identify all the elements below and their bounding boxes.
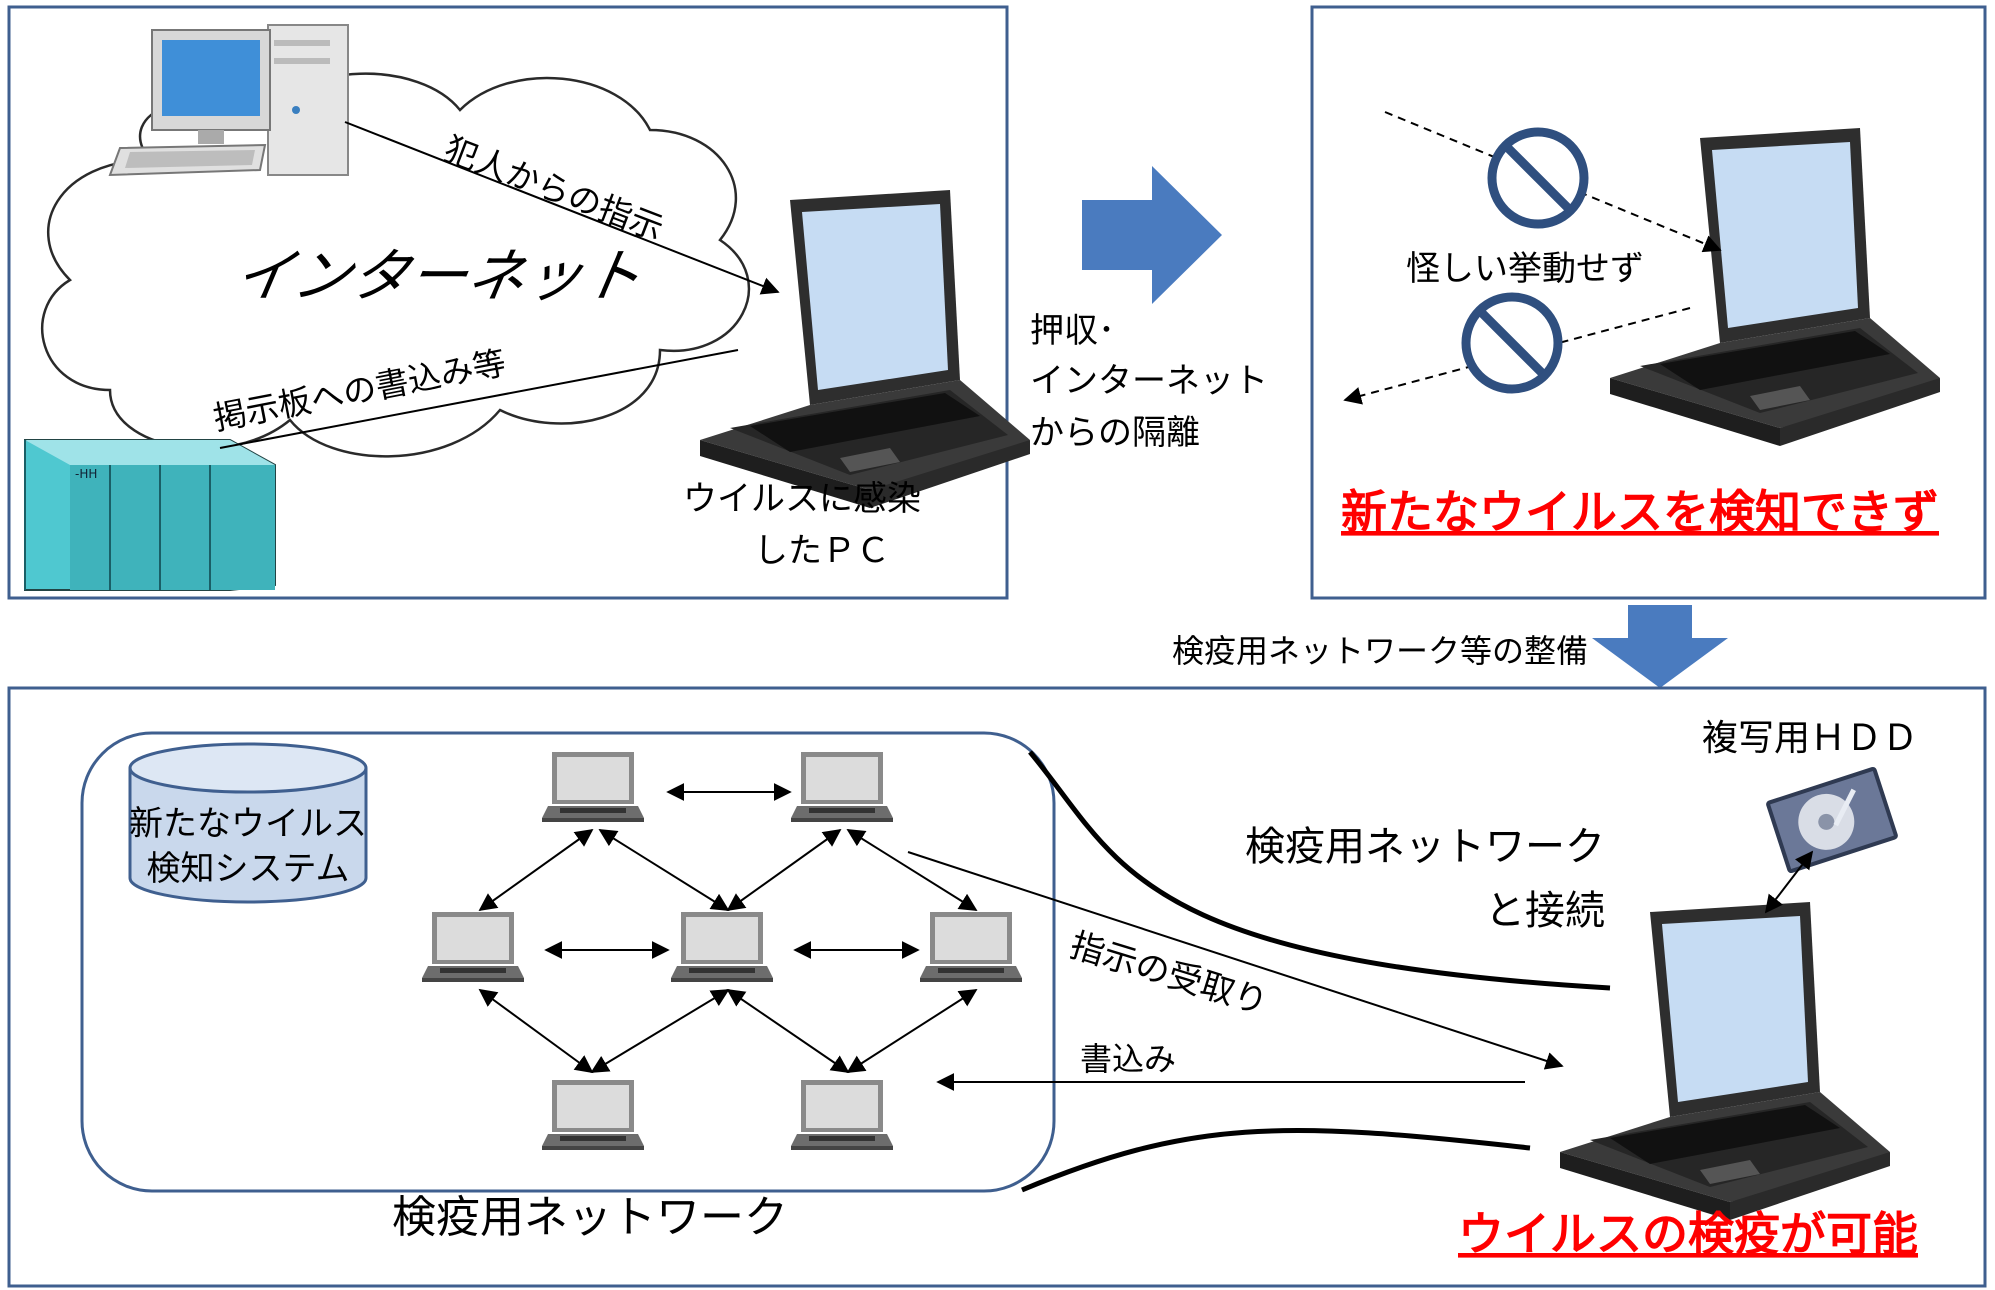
posting-line — [219, 349, 739, 449]
seizure-label-line3: からの隔離 — [1030, 413, 1200, 453]
quarantine-network-label: 検疫用ネットワーク — [392, 1192, 788, 1243]
quarantine-panel: 新たなウイルス 検知システム 検疫用ネットワーク — [7, 686, 1987, 1288]
network-laptop-icon — [542, 1080, 644, 1150]
setup-label: 検疫用ネットワーク等の整備 — [1172, 632, 1588, 670]
attacker-pc-icon — [108, 24, 349, 177]
internet-panel: -HH 犯人からの指示 掲示板への書込み等 インターネット ウイルスに感染 した… — [7, 5, 1030, 600]
seizure-label-line1: 押収･ — [1030, 311, 1115, 351]
down-arrow-icon — [1592, 605, 1728, 688]
network-laptop-icon — [671, 912, 773, 982]
funnel-lower-curve — [1021, 1128, 1531, 1193]
seizure-step: 押収･ インターネット からの隔離 — [1030, 166, 1268, 453]
isolated-result-label: 新たなウイルスを検知できず — [1341, 485, 1939, 539]
cloud-label: インターネット — [230, 242, 648, 309]
connect-label-line1: 検疫用ネットワーク — [1245, 824, 1605, 870]
funnel-upper-curve — [1028, 750, 1611, 991]
quarantine-result-label: ウイルスの検疫が可能 — [1458, 1207, 1918, 1261]
no-suspicious-label: 怪しい挙動せず — [1406, 249, 1644, 289]
setup-step: 検疫用ネットワーク等の整備 — [1172, 605, 1728, 688]
hdd-link-arrow — [1764, 850, 1814, 914]
write-label: 書込み — [1080, 1040, 1176, 1078]
network-laptop-icon — [791, 1080, 893, 1150]
isolated-panel-border — [1310, 5, 1987, 600]
network-laptop-icon — [422, 912, 524, 982]
network-links — [478, 783, 978, 1074]
blocked-outgoing-arrow — [1343, 307, 1691, 405]
detection-system-line2: 検知システム — [147, 849, 350, 889]
right-arrow-icon — [1082, 166, 1222, 304]
infected-pc-label-line1: ウイルスに感染 — [683, 479, 921, 519]
isolated-panel: 怪しい挙動せず 新たなウイルスを検知できず — [1310, 5, 1987, 600]
receive-instruction-arrow — [907, 851, 1564, 1070]
instruction-arrow — [344, 121, 780, 295]
connect-label-line2: と接続 — [1485, 888, 1605, 934]
prohibition-icon — [1466, 297, 1558, 389]
server-icon: -HH — [24, 439, 276, 591]
seizure-label-line2: インターネット — [1030, 361, 1268, 401]
blocked-incoming-arrow — [1384, 111, 1722, 253]
network-laptop-icon — [920, 912, 1022, 982]
detection-system-cylinder — [128, 742, 368, 904]
detection-system-line1: 新たなウイルス — [129, 804, 367, 844]
hdd-icon — [1766, 766, 1898, 874]
svg-text:-HH: -HH — [75, 467, 97, 481]
infected-pc-label-line2: したＰＣ — [754, 531, 890, 571]
network-laptop-icon — [542, 752, 644, 822]
hdd-label: 複写用ＨＤＤ — [1702, 718, 1918, 759]
prohibition-icon — [1492, 132, 1584, 224]
network-laptop-icon — [791, 752, 893, 822]
